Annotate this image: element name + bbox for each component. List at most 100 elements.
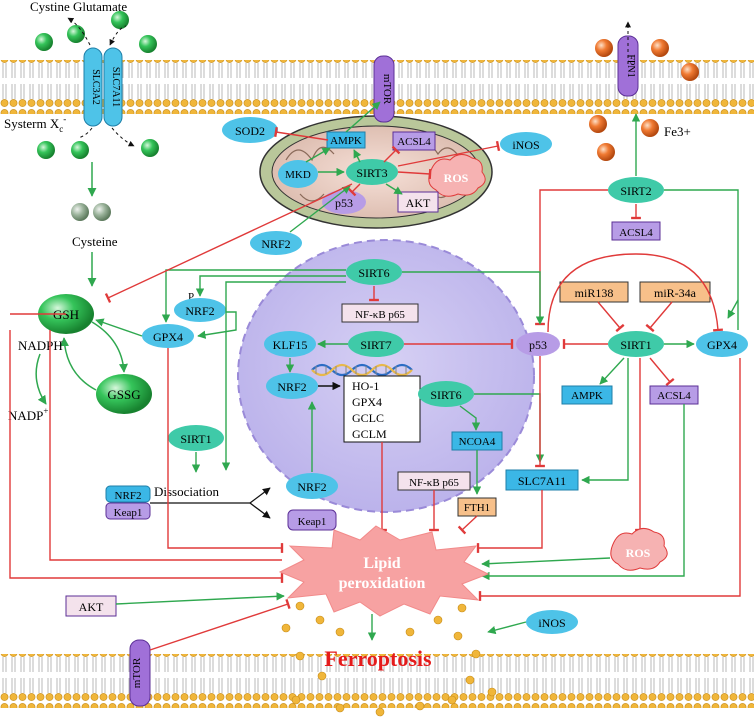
sirt1-right-node: [608, 331, 664, 357]
inos-bottom-label: iNOS: [538, 616, 565, 630]
dissociation-label: Dissociation: [154, 484, 219, 499]
sirt6-top-node: [346, 259, 402, 285]
sirt7-label: SIRT7: [360, 338, 391, 352]
lipid-peroxidation-label-1: Lipid: [363, 555, 400, 572]
sod2-label: SOD2: [235, 124, 265, 138]
acsl4-sirt2-node: [611, 221, 661, 241]
klf15-node: [264, 331, 316, 357]
sirt2-node: [608, 177, 664, 203]
inos-top-label: iNOS: [512, 138, 539, 152]
cysteine-molecule: [71, 203, 89, 221]
mtor-bottom-label: mTOR: [131, 657, 143, 688]
nrf2-mito-node: [250, 231, 302, 255]
ros-cyto-label: ROS: [626, 546, 651, 560]
cystine-glutamate-label: Cystine Glutamate: [30, 0, 127, 14]
acsl4-mito-node: [392, 131, 436, 151]
acsl4-sirt2-label: ACSL4: [619, 227, 653, 239]
nrf2-nuclear-label: NRF2: [277, 380, 306, 394]
fe3-molecules: [589, 39, 699, 161]
acsl4-mito-label: ACSL4: [397, 136, 431, 148]
sirt6-nuclear-node: [418, 381, 474, 407]
nrf2-free-label: NRF2: [297, 480, 326, 494]
keap1-free-node: [287, 509, 337, 531]
ampk-right-label: AMPK: [571, 390, 603, 402]
gssg-label: GSSG: [107, 387, 140, 402]
nfkb-nuclear-node: [341, 303, 419, 323]
sirt6-nuclear-label: SIRT6: [430, 388, 461, 402]
cystine-molecules: [35, 11, 159, 159]
inos-bottom-node: [526, 610, 578, 634]
ncoa4-label: NCOA4: [459, 436, 496, 448]
mtor-bottom-node: [129, 639, 151, 707]
cysteine-label: Cysteine: [72, 234, 118, 249]
gpx4-right-node: [696, 331, 748, 357]
gssg-node: [96, 374, 152, 414]
p53-label: p53: [529, 338, 547, 352]
system-xc-transporter: SLC3A2 SLC7A11: [83, 47, 123, 127]
sirt7-node: [348, 331, 404, 357]
gene-gclc: GCLC: [352, 411, 384, 425]
dna-helix: [311, 363, 413, 377]
ferroptosis-label: Ferroptosis: [324, 646, 432, 671]
mir34a-node: [639, 281, 711, 303]
sirt6-top-label: SIRT6: [358, 266, 389, 280]
ros-mito-label: ROS: [444, 171, 469, 185]
akt-mito-node: [397, 191, 439, 213]
system-xc-label: Systerm Xc-: [4, 114, 66, 134]
ampk-right-node: [561, 385, 613, 405]
ros-cyto-node: [610, 528, 668, 571]
nrf2-keap1-complex: NRF2 Keap1: [105, 485, 151, 520]
p53-node: [516, 332, 560, 356]
scattered-lipids: [281, 601, 497, 717]
nrf2-left-node: [174, 298, 226, 322]
fth1-label: FTH1: [464, 502, 490, 514]
mtor-top-label: mTOR: [381, 74, 393, 105]
nrf2-free-node: [286, 473, 338, 499]
fpn1-node: [617, 35, 639, 97]
plasma-membrane-bottom: [0, 654, 754, 708]
mir138-node: [559, 281, 629, 303]
klf15-label: KLF15: [273, 338, 308, 352]
akt-bottom-node: [65, 595, 117, 617]
gpx4-left-node: [142, 324, 194, 348]
slc7a11-membrane-label: SLC7A11: [110, 67, 121, 107]
nrf2-mito-label: NRF2: [261, 237, 290, 251]
fpn1-label: FPN1: [625, 54, 636, 77]
gene-ho1: HO-1: [352, 379, 379, 393]
nfkb-nuclear-label: NF-κB p65: [355, 309, 405, 321]
lipid-peroxidation-burst: [278, 525, 490, 617]
lipid-peroxidation-label-2: peroxidation: [339, 575, 426, 592]
gene-gclm: GCLM: [352, 427, 387, 441]
mkd-label: MKD: [285, 169, 311, 181]
svg-text:Keap1: Keap1: [114, 507, 143, 519]
sirt1-left-node: [168, 425, 224, 451]
mir34a-label: miR-34a: [654, 286, 697, 300]
sirt1-right-label: SIRT1: [620, 338, 651, 352]
sod2-node: [222, 117, 278, 143]
ampk-mito-label: AMPK: [330, 135, 362, 147]
akt-mito-label: AKT: [406, 196, 431, 210]
gpx4-left-label: GPX4: [153, 330, 183, 344]
sirt3-node: [346, 159, 398, 185]
acsl4-right-label: ACSL4: [657, 390, 691, 402]
phospho-label: P: [188, 291, 194, 303]
nrf2-nuclear-node: [266, 373, 318, 399]
nfkb-cyto-label: NF-κB p65: [409, 477, 459, 489]
acsl4-right-node: [649, 385, 699, 405]
mir138-label: miR138: [575, 286, 614, 300]
fe3-label: Fe3+: [664, 124, 691, 139]
nadph-label: NADPH: [18, 338, 63, 353]
slc3a2-label: SLC3A2: [90, 69, 101, 105]
nadp-label: NADP+: [8, 406, 48, 423]
target-genes-box: [343, 375, 421, 443]
akt-bottom-label: AKT: [79, 600, 104, 614]
gpx4-right-label: GPX4: [707, 338, 737, 352]
nrf2-left-label: NRF2: [185, 304, 214, 318]
sirt3-label: SIRT3: [356, 166, 387, 180]
mkd-node: [278, 160, 318, 188]
p53-mito-label: p53: [335, 196, 353, 210]
gene-gpx4: GPX4: [352, 395, 382, 409]
sirt1-left-label: SIRT1: [180, 432, 211, 446]
keap1-free-label: Keap1: [298, 516, 327, 528]
